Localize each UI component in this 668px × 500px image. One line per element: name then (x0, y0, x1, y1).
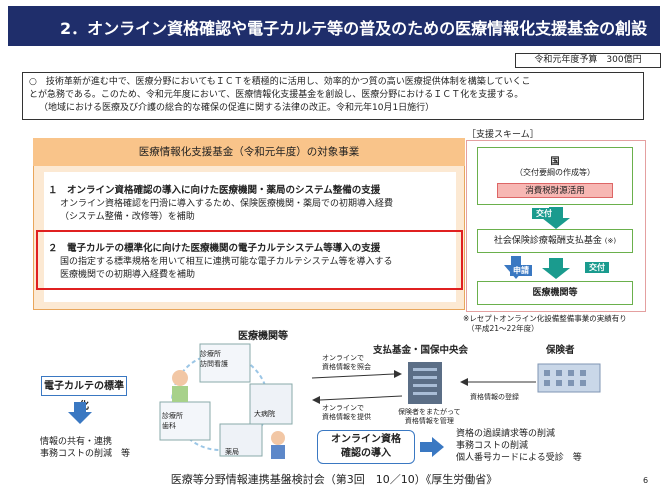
budget-label: 令和元年度予算 300億円 (515, 53, 661, 68)
hospital-label-5: 歯科 (162, 422, 176, 430)
online-result-line-3: 個人番号カードによる受診 等 (456, 453, 582, 463)
ehr-down-arrow (68, 402, 92, 424)
online-result-line-2: 事務コストの削減 (456, 441, 529, 451)
registration-arrow (460, 378, 536, 386)
footer: 医療等分野情報連携基盤検討会（第3回 10／10）《厚生労働省》 (170, 473, 498, 486)
staff-head-1 (172, 370, 188, 386)
page-number: 6 (643, 476, 649, 485)
ehr-result-line-1: 情報の共有・連携 (40, 437, 113, 447)
staff-head-2 (271, 431, 285, 445)
online-result: 資格の過誤請求等の削減 事務コストの削減 個人番号カードによる受診 等 (456, 428, 582, 464)
server-row-4 (413, 392, 437, 395)
large-hospital-building (249, 383, 293, 425)
registration-arrow-head (460, 378, 468, 386)
insurer-window-6 (556, 380, 562, 386)
intro-line-2: とが急務である。このため、令和元年度において、医療情報化支援基金を創設し、医療分… (29, 90, 524, 100)
online-provide-text: オンラインで 資格情報を提供 (322, 404, 371, 422)
clinic-building-2 (159, 401, 211, 441)
grant-label-1: 交付 (532, 208, 556, 219)
online-provide-line-2: 資格情報を提供 (322, 413, 371, 421)
fund-org-box: 社会保険診療報酬支払基金 (※) (477, 229, 633, 253)
server-building-icon (408, 362, 442, 404)
fund-header: 医療情報化支援基金（令和元年度）の対象事業 (33, 138, 465, 166)
apply-label: 申請 (510, 265, 532, 276)
country-sub: （交付要綱の作成等） (515, 168, 595, 177)
intro-line-3: （地域における医療及び介護の総合的な確保の促進に関する法律の改正。令和元年10月… (39, 103, 435, 113)
online-label-line-2: 確認の導入 (341, 448, 391, 459)
payer-caption-line-2: 資格情報を管理 (404, 417, 454, 425)
online-provide-line-1: オンラインで (322, 404, 364, 412)
server-row-3 (413, 384, 437, 387)
down-arrow-2 (542, 258, 570, 279)
query-arrow-line (311, 373, 395, 379)
page-title: 2．オンライン資格確認や電子カルテ等の普及のための医療情報化支援基金の創設 (8, 6, 660, 46)
clinic-building-1 (199, 343, 251, 383)
fund-org-label: 社会保険診療報酬支払基金 (493, 236, 602, 246)
item1-body: オンライン資格確認を円滑に導入するため、保険医療機関・薬局での初期導入経費 （シ… (60, 198, 460, 224)
medical-box: 医療機関等 (477, 281, 633, 305)
payer-caption: 保険者をまたがって 資格情報を管理 (398, 408, 461, 426)
hospital-label-1: 診療所 (200, 350, 221, 358)
hospital-title: 医療機関等 (238, 331, 288, 342)
item2-body-line-2: 医療機関での初期導入経費を補助 (60, 270, 196, 280)
item1-body-line-2: （システム整備・改修等）を補助 (60, 212, 195, 222)
insurer-window-1 (544, 370, 550, 376)
hospital-label-2: 訪問看護 (200, 360, 228, 368)
intro-box: ○ 技術革新が進む中で、医療分野においてもＩＣＴを積極的に活用し、効率的かつ質の… (22, 72, 644, 120)
online-query-line-2: 資格情報を照会 (322, 363, 371, 371)
provide-arrow-head (312, 396, 320, 404)
intro-line-1: ○ 技術革新が進む中で、医療分野においてもＩＣＴを積極的に活用し、効率的かつ質の… (29, 77, 531, 87)
insurer-window-8 (580, 380, 586, 386)
server-row-2 (413, 376, 437, 379)
item2-body-line-1: 国の指定する標準規格を用いて相互に連携可能な電子カルテシステム等を導入する (60, 257, 393, 267)
staff-body-2 (271, 445, 285, 459)
insurer-title: 保険者 (546, 345, 575, 356)
pharmacy-building (219, 423, 263, 457)
provide-arrow-line (319, 395, 403, 401)
grant-label-2: 交付 (585, 262, 609, 273)
fund-org-mark: (※) (604, 237, 617, 245)
registration-label: 資格情報の登録 (470, 393, 519, 401)
online-label-line-1: オンライン資格 (331, 434, 401, 445)
scheme-label: ［支援スキーム］ (467, 130, 539, 140)
insurer-window-4 (580, 370, 586, 376)
payer-title: 支払基金・国保中央会 (373, 345, 469, 356)
online-arrows (311, 370, 403, 404)
query-arrow-head (394, 370, 402, 378)
online-right-arrow (420, 437, 444, 457)
ehr-result: 情報の共有・連携 事務コストの削減 等 (40, 436, 130, 460)
insurer-window-7 (568, 380, 574, 386)
item2-title: ２ 電子カルテの標準化に向けた医療機関の電子カルテシステム等導入の支援 (48, 243, 381, 254)
online-result-line-1: 資格の過誤請求等の削減 (456, 429, 556, 439)
scheme-note-line-2: （平成21～22年度） (467, 324, 539, 333)
item1-title: １ オンライン資格確認の導入に向けた医療機関・薬局のシステム整備の支援 (48, 185, 381, 196)
online-query-line-1: オンラインで (322, 354, 364, 362)
insurer-window-5 (544, 380, 550, 386)
scheme-note: ※レセプトオンライン化設備整備事業の実績有り （平成21～22年度） (463, 314, 663, 334)
server-row-1 (413, 368, 437, 371)
tax-label: 消費税財源活用 (497, 183, 613, 198)
staff-body-1 (172, 386, 188, 402)
online-arrow-shape (420, 437, 444, 457)
ehr-arrow-shape (68, 402, 92, 424)
payer-caption-line-1: 保険者をまたがって (398, 408, 461, 416)
insurer-building-icon (537, 363, 601, 393)
online-label: オンライン資格 確認の導入 (317, 430, 415, 464)
insurer-window-3 (568, 370, 574, 376)
insurer-building-body (537, 363, 601, 393)
ehr-label: 電子カルテの標準化 (41, 376, 127, 412)
fund-content (44, 172, 456, 302)
hospital-label-6: 薬局 (225, 448, 239, 456)
online-query-text: オンラインで 資格情報を照会 (322, 354, 371, 372)
hospital-label-4: 診療所 (162, 412, 183, 420)
hospital-label-3: 大病院 (254, 410, 275, 418)
item1-body-line-1: オンライン資格確認を円滑に導入するため、保険医療機関・薬局での初期導入経費 (60, 199, 394, 209)
country-label: 国 (550, 157, 560, 167)
item2-body: 国の指定する標準規格を用いて相互に連携可能な電子カルテシステム等を導入する 医療… (60, 256, 460, 282)
hospital-illustration (159, 343, 293, 459)
scheme-note-line-1: ※レセプトオンライン化設備整備事業の実績有り (463, 314, 627, 323)
insurer-window-2 (556, 370, 562, 376)
ehr-result-line-2: 事務コストの削減 等 (40, 449, 131, 459)
highlight-box (36, 230, 463, 290)
